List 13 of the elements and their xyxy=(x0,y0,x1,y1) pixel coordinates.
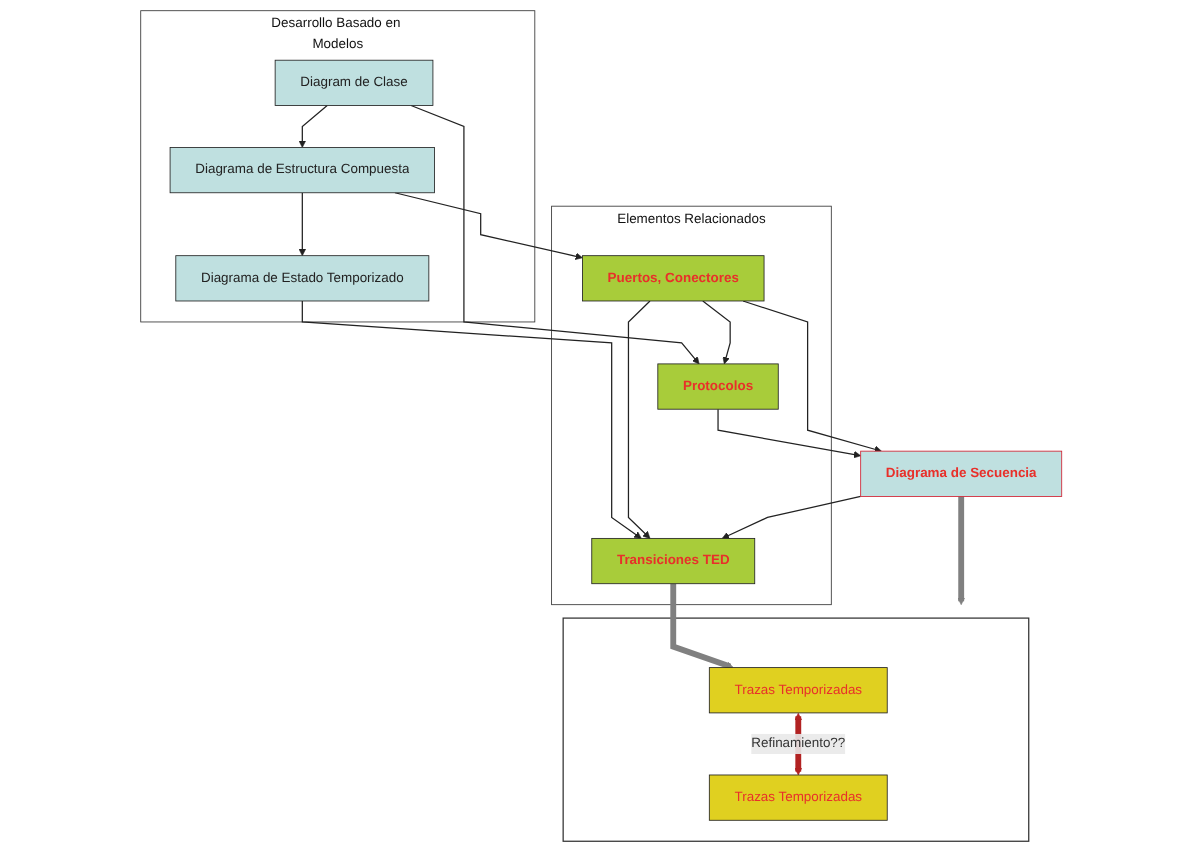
arrow xyxy=(302,300,643,539)
arrow xyxy=(299,192,307,256)
cluster xyxy=(563,617,1031,842)
arrow xyxy=(299,104,329,148)
arrow xyxy=(411,104,701,365)
arrow xyxy=(718,408,862,459)
arrow xyxy=(743,300,883,453)
arrow xyxy=(628,300,652,539)
arrow xyxy=(395,192,584,260)
arrow xyxy=(722,495,863,539)
arrow xyxy=(702,300,732,365)
arrow xyxy=(958,496,966,605)
arrow xyxy=(671,583,735,670)
